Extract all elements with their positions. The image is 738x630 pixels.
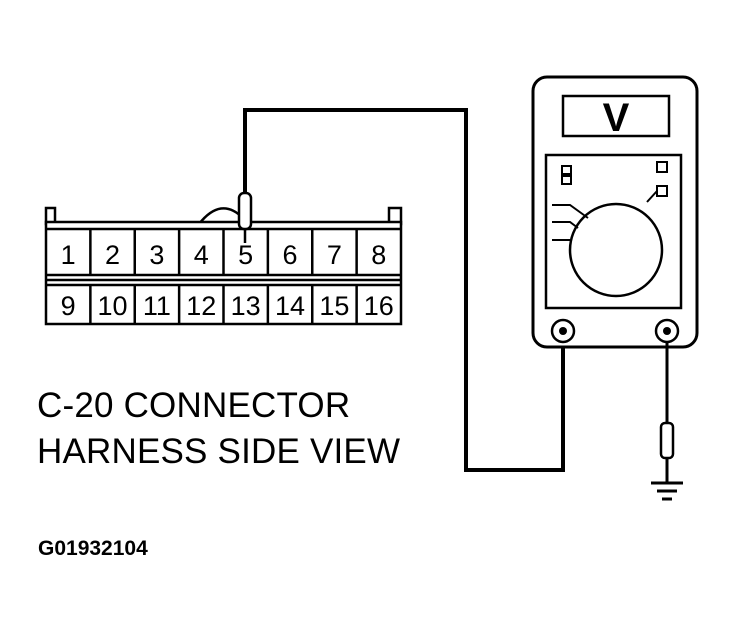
pin-label-13: 13 xyxy=(231,291,261,321)
pin-label-6: 6 xyxy=(283,240,298,270)
selector-dial xyxy=(568,202,664,298)
c20-connector xyxy=(44,206,403,326)
connector-bottom-row: 9 10 11 12 13 14 15 16 xyxy=(61,291,394,321)
meter-panel xyxy=(544,153,683,310)
caption-line-1: C-20 CONNECTOR xyxy=(37,386,351,425)
pin-label-10: 10 xyxy=(98,291,128,321)
multimeter xyxy=(531,75,699,349)
pin-label-3: 3 xyxy=(149,240,164,270)
pin-label-15: 15 xyxy=(319,291,349,321)
back-probe xyxy=(237,191,253,243)
pin-label-9: 9 xyxy=(61,291,76,321)
pin-label-8: 8 xyxy=(371,240,386,270)
pin-label-12: 12 xyxy=(186,291,216,321)
test-lead-wire xyxy=(243,108,565,472)
ground-lead xyxy=(659,342,675,482)
meter-display xyxy=(561,94,671,138)
meter-display-v: V xyxy=(603,96,630,140)
pin-label-11: 11 xyxy=(143,291,171,321)
pin-label-1: 1 xyxy=(61,240,76,270)
ground-symbol-icon xyxy=(651,481,683,501)
pin-label-16: 16 xyxy=(364,291,394,321)
pin-label-2: 2 xyxy=(105,240,120,270)
pin-label-14: 14 xyxy=(275,291,305,321)
pin-label-5: 5 xyxy=(238,240,253,270)
pin-label-7: 7 xyxy=(327,240,342,270)
caption-line-2: HARNESS SIDE VIEW xyxy=(37,432,401,471)
figure-id: G01932104 xyxy=(38,537,148,560)
pin-label-4: 4 xyxy=(194,240,209,270)
